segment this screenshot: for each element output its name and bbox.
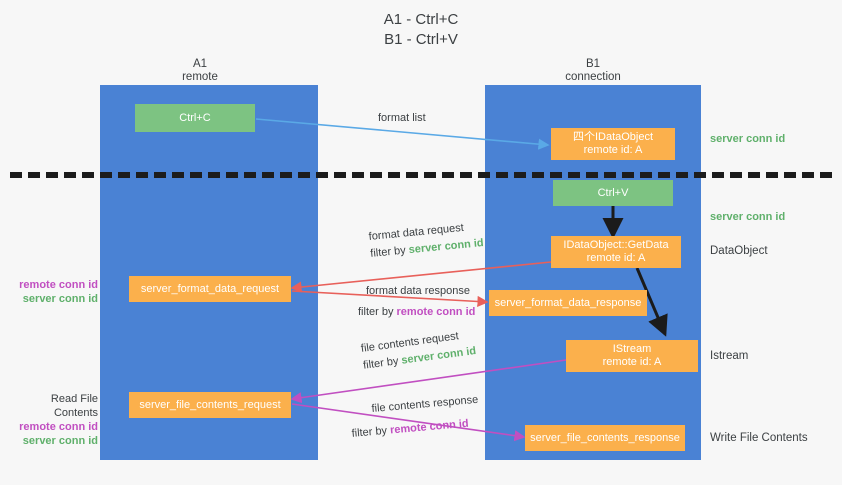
box-istream-subtitle: remote id: A: [602, 356, 662, 368]
left-label-server-conn-id-2: server conn id: [22, 435, 98, 447]
caption-filter-prefix: filter by: [369, 244, 410, 260]
column-b1-name: B1: [585, 58, 601, 70]
box-server-format-data-request[interactable]: server_format_data_request: [129, 276, 291, 302]
title-line-1: A1 - Ctrl+C: [383, 11, 459, 28]
box-ctrl-v-label: Ctrl+V: [597, 186, 629, 199]
box-idataobject-title: 四个IDataObject: [572, 131, 654, 143]
box-server-file-contents-request-label: server_file_contents_request: [139, 398, 281, 411]
box-ctrl-c[interactable]: Ctrl+C: [135, 104, 255, 132]
box-server-file-contents-response-label: server_file_contents_response: [530, 431, 680, 444]
column-a1-name: A1: [192, 58, 208, 70]
arrow-file-contents-request: [290, 359, 567, 404]
caption-format-list: format list: [378, 110, 426, 127]
left-label-conn-ids-1: remote conn id server conn id: [10, 278, 98, 306]
column-header-b1: B1 connection: [533, 58, 653, 84]
caption-filter-prefix-3: filter by: [362, 354, 403, 372]
caption-format-data-response-line2: filter by remote conn id: [358, 304, 475, 321]
column-header-a1: A1 remote: [140, 58, 260, 84]
box-getdata-title: IDataObject::GetData: [563, 239, 669, 251]
left-label-server-conn-id-1: server conn id: [22, 293, 98, 305]
left-label-read-file-contents-group: Read File Contents remote conn id server…: [4, 392, 98, 448]
left-label-remote-conn-id-1: remote conn id: [19, 279, 98, 291]
left-label-remote-conn-id-2: remote conn id: [19, 421, 98, 433]
right-label-istream: Istream: [710, 350, 749, 362]
left-label-read-file-contents: Read File Contents: [50, 393, 98, 419]
right-label-server-conn-id-mid: server conn id: [710, 211, 786, 223]
right-label-write-file-contents: Write File Contents: [710, 432, 808, 444]
diagram-title: A1 - Ctrl+C B1 - Ctrl+V: [0, 10, 842, 50]
arrow-file-contents-response: [291, 403, 526, 442]
phase-divider: [10, 172, 832, 178]
box-getdata-subtitle: remote id: A: [586, 252, 646, 264]
box-idataobject[interactable]: 四个IDataObject remote id: A: [551, 128, 675, 160]
caption-format-data-response: format data response filter by remote co…: [358, 283, 475, 321]
column-a1-sub: remote: [182, 71, 218, 83]
caption-remote-conn-id-2: remote conn id: [389, 417, 470, 437]
column-b1-sub: connection: [565, 71, 621, 83]
caption-remote-conn-id: remote conn id: [396, 306, 476, 318]
box-server-format-data-request-label: server_format_data_request: [140, 282, 280, 295]
box-server-format-data-response[interactable]: server_format_data_response: [489, 290, 647, 316]
box-istream-title: IStream: [612, 343, 652, 355]
title-line-2: B1 - Ctrl+V: [384, 31, 458, 48]
box-idataobject-getdata[interactable]: IDataObject::GetData remote id: A: [551, 236, 681, 268]
box-server-file-contents-request[interactable]: server_file_contents_request: [129, 392, 291, 418]
arrow-format-data-request: [290, 261, 552, 293]
box-istream[interactable]: IStream remote id: A: [566, 340, 698, 372]
caption-format-list-text: format list: [378, 112, 426, 124]
arrow-format-list: [255, 118, 550, 150]
caption-format-data-response-line1: format data response: [366, 285, 470, 297]
caption-filter-prefix-4: filter by: [351, 424, 391, 440]
right-label-server-conn-id-top: server conn id: [710, 133, 786, 145]
box-ctrl-v[interactable]: Ctrl+V: [553, 180, 673, 206]
box-ctrl-c-label: Ctrl+C: [179, 111, 211, 124]
box-idataobject-subtitle: remote id: A: [583, 144, 643, 156]
box-server-file-contents-response[interactable]: server_file_contents_response: [525, 425, 685, 451]
caption-filter-prefix-2: filter by: [358, 306, 397, 318]
arrow-format-data-response: [291, 290, 489, 308]
box-server-format-data-response-label: server_format_data_response: [494, 296, 642, 309]
arrow-getdata-to-istream: [635, 267, 668, 337]
right-label-dataobject: DataObject: [710, 245, 768, 257]
